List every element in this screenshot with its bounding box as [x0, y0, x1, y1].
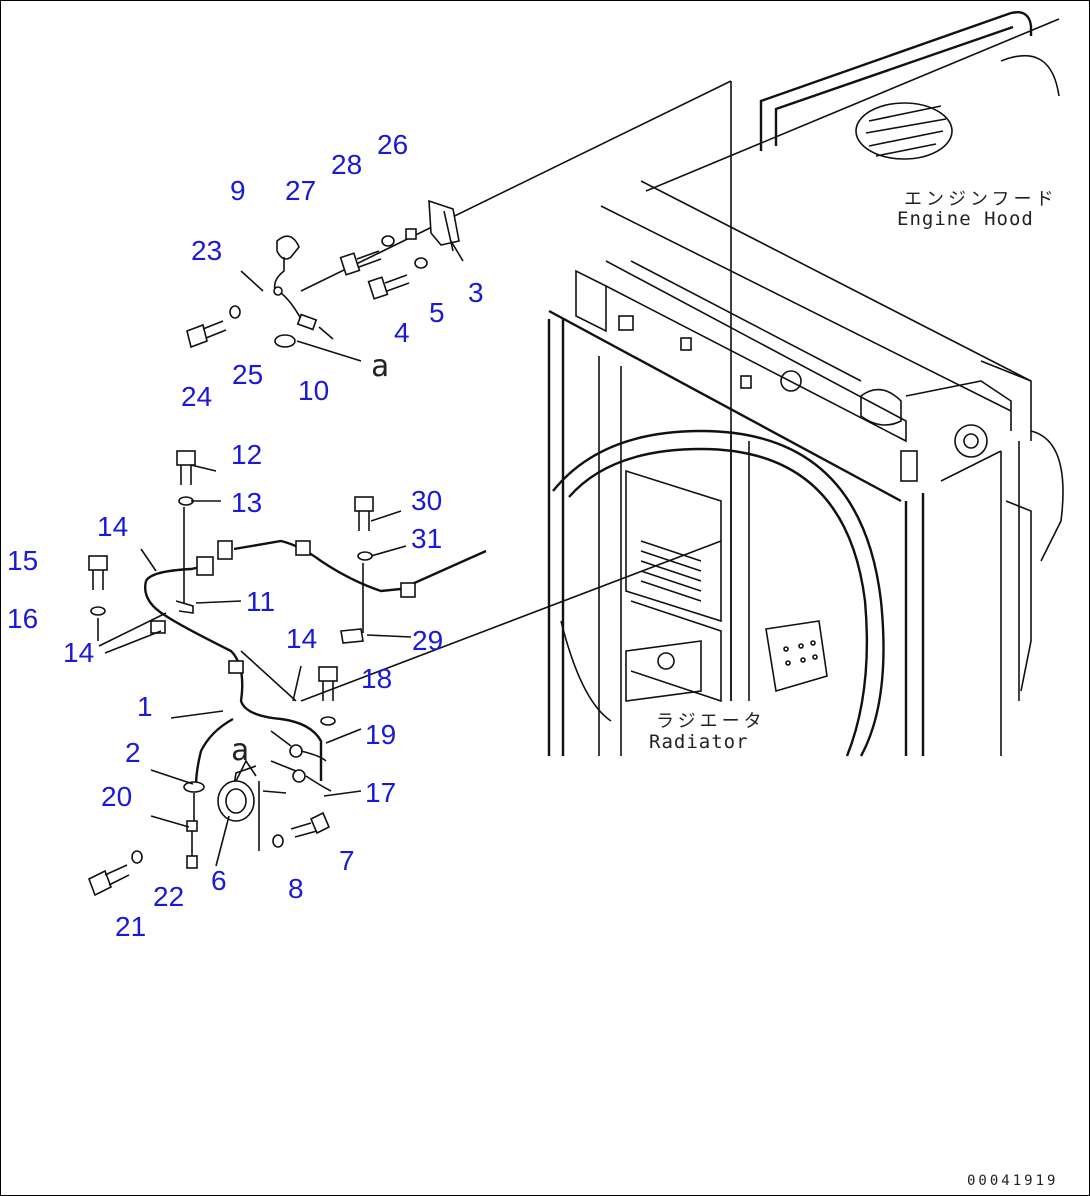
engine-hood-label-en: Engine Hood — [897, 208, 1034, 230]
callout-28[interactable]: 28 — [331, 149, 363, 180]
callout-27[interactable]: 27 — [285, 175, 317, 206]
callout-7[interactable]: 7 — [339, 845, 355, 876]
callout-16[interactable]: 16 — [7, 603, 39, 634]
callout-30[interactable]: 30 — [411, 485, 443, 516]
callout-4[interactable]: 4 — [394, 317, 410, 348]
wiring-harness — [87, 240, 487, 897]
reference-lines — [300, 80, 732, 702]
callout-24[interactable]: 24 — [181, 381, 213, 412]
callout-14-a[interactable]: 14 — [97, 511, 129, 542]
callout-18[interactable]: 18 — [361, 663, 393, 694]
callout-23[interactable]: 23 — [191, 235, 223, 266]
callout-11[interactable]: 11 — [246, 586, 276, 617]
callout-17[interactable]: 17 — [365, 777, 397, 808]
radiator-assembly — [547, 11, 1064, 757]
callout-8[interactable]: 8 — [288, 873, 304, 904]
callout-12[interactable]: 12 — [231, 439, 263, 470]
upper-sensor-assembly — [186, 199, 460, 349]
callout-6[interactable]: 6 — [211, 865, 227, 896]
reference-letter-a-lower: a — [231, 733, 250, 768]
callout-3[interactable]: 3 — [468, 277, 484, 308]
callout-10[interactable]: 10 — [298, 375, 330, 406]
reference-letter-a-upper: a — [371, 349, 390, 384]
callout-21[interactable]: 21 — [115, 911, 147, 942]
radiator-label-jp: ラジエータ — [656, 711, 766, 732]
callout-26[interactable]: 26 — [377, 129, 409, 160]
callout-1[interactable]: 1 — [137, 691, 153, 722]
callout-15[interactable]: 15 — [7, 545, 39, 576]
callout-14-c[interactable]: 14 — [286, 623, 318, 654]
callout-2[interactable]: 2 — [125, 737, 141, 768]
callout-14-b[interactable]: 14 — [63, 637, 95, 668]
drawing-code: 00041919 — [967, 1173, 1059, 1189]
callout-25[interactable]: 25 — [232, 359, 264, 390]
engine-hood-label-jp: エンジンフード — [904, 189, 1058, 210]
callout-29[interactable]: 29 — [412, 625, 444, 656]
callout-20[interactable]: 20 — [101, 781, 133, 812]
callout-31[interactable]: 31 — [411, 523, 443, 554]
callout-9[interactable]: 9 — [230, 175, 246, 206]
radiator-label-en: Radiator — [649, 731, 749, 753]
callout-22[interactable]: 22 — [153, 881, 185, 912]
callout-19[interactable]: 19 — [365, 719, 397, 750]
callout-5[interactable]: 5 — [429, 297, 445, 328]
callout-13[interactable]: 13 — [231, 487, 263, 518]
